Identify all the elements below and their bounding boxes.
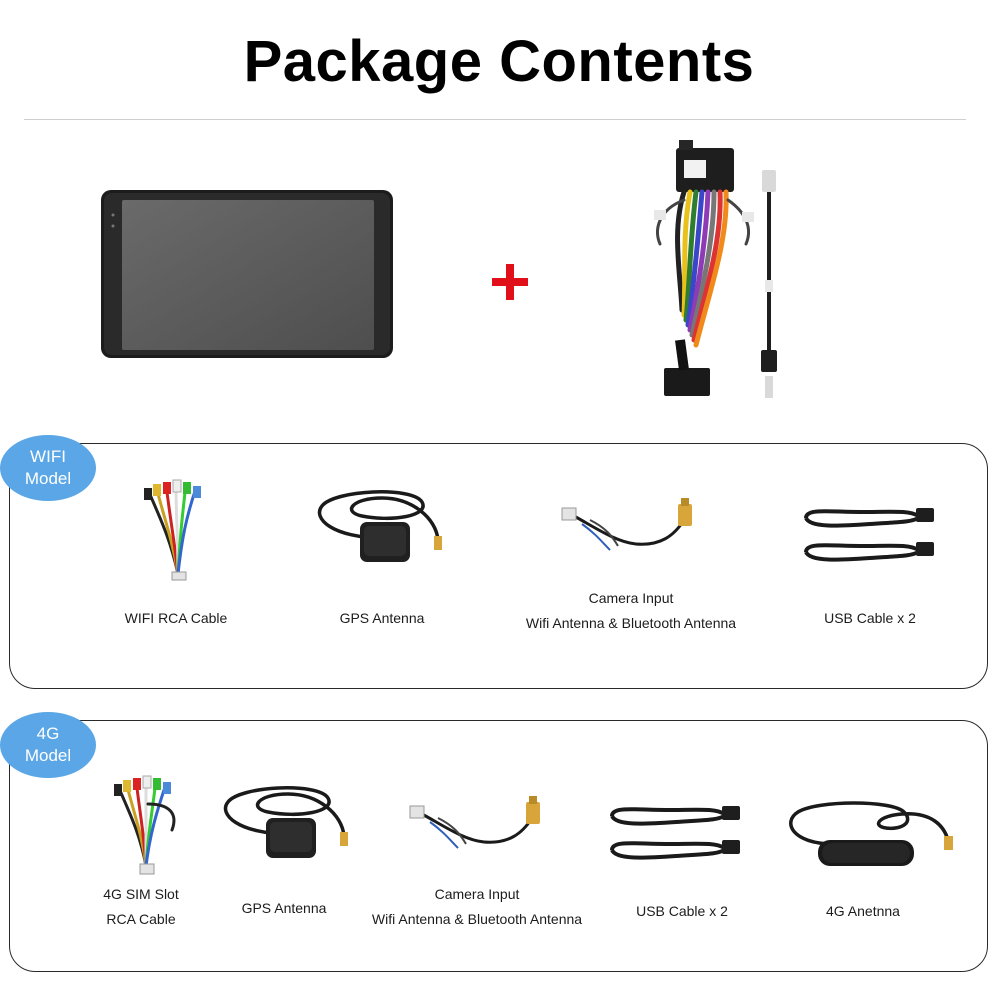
gps-antenna-image [218, 784, 354, 862]
rca-cable-image [110, 774, 180, 878]
4g-antenna-image [782, 800, 958, 872]
wifi-badge-line1: WIFI [30, 447, 66, 466]
wifi-rca-caption-line: WIFI RCA Cable [124, 610, 228, 626]
4g-camera-caption-line1: Camera Input [434, 886, 520, 902]
4g-badge-line2: Model [24, 746, 72, 765]
wifi-gps-caption: GPS Antenna [302, 606, 462, 631]
usb-cable-image [800, 500, 936, 572]
wifi-badge-line2: Model [24, 469, 72, 488]
4g-camera-caption-line2: Wifi Antenna & Bluetooth Antenna [371, 911, 583, 927]
wifi-model-badge: WIFI Model [0, 435, 96, 501]
page-title: Package Contents [243, 29, 755, 94]
4g-usb-caption-line: USB Cable x 2 [636, 903, 728, 919]
camera-input-cable-image [404, 796, 546, 858]
wifi-usb-caption: USB Cable x 2 [790, 606, 950, 631]
wifi-gps-caption-line: GPS Antenna [339, 610, 425, 626]
wifi-rca-caption: WIFI RCA Cable [96, 606, 256, 631]
4g-antenna-caption-line: 4G Anetnna [826, 903, 900, 919]
wifi-usb-caption-line: USB Cable x 2 [824, 610, 916, 626]
gps-antenna-image [312, 488, 448, 566]
wifi-camera-caption-line2: Wifi Antenna & Bluetooth Antenna [525, 615, 737, 631]
4g-rca-caption: 4G SIM Slot RCA Cable [66, 882, 216, 932]
head-unit-image [100, 188, 394, 360]
4g-gps-caption-line: GPS Antenna [241, 900, 327, 916]
4g-rca-caption-line2: RCA Cable [106, 911, 176, 927]
4g-camera-caption: Camera Input Wifi Antenna & Bluetooth An… [346, 882, 608, 932]
4g-usb-caption: USB Cable x 2 [602, 899, 762, 924]
4g-model-badge: 4G Model [0, 712, 96, 778]
4g-antenna-caption: 4G Anetnna [783, 899, 943, 924]
camera-input-cable-image [556, 498, 698, 560]
4g-rca-caption-line1: 4G SIM Slot [103, 886, 179, 902]
4g-badge-line1: 4G [36, 724, 60, 743]
rca-cable-image [140, 478, 210, 584]
usb-cable-image [606, 798, 742, 870]
wifi-camera-caption: Camera Input Wifi Antenna & Bluetooth An… [500, 586, 762, 636]
title-divider [24, 119, 966, 120]
wifi-model-box [9, 443, 988, 689]
plus-icon [492, 264, 528, 300]
wiring-harness-image [624, 140, 804, 405]
4g-gps-caption: GPS Antenna [204, 896, 364, 921]
wifi-camera-caption-line1: Camera Input [588, 590, 674, 606]
